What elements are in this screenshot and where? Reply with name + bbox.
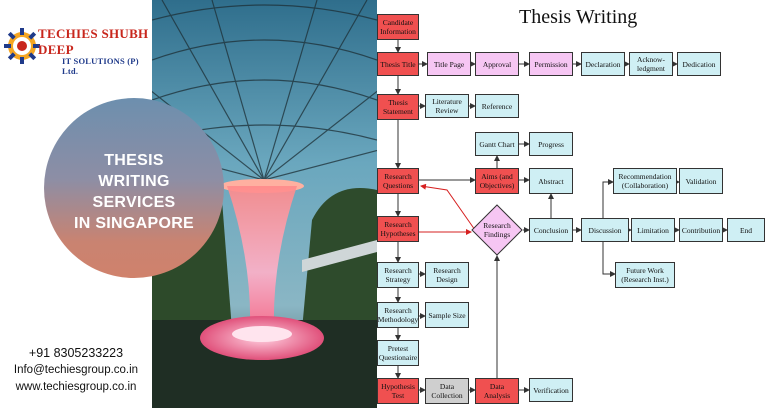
node-literature-review: Literature Review: [425, 94, 469, 118]
banner-line: IN SINGAPORE: [73, 215, 195, 232]
node-research-hypotheses: Research Hypotheses: [377, 216, 419, 242]
company-logo-icon: [4, 28, 40, 64]
node-reference: Reference: [475, 94, 519, 118]
flowchart-connectors: [395, 39, 728, 393]
node-end: End: [727, 218, 765, 242]
node-discussion: Discussion: [581, 218, 629, 242]
thesis-flowchart: Thesis Writing: [377, 0, 768, 408]
node-permission: Permission: [529, 52, 573, 76]
node-research-strategy: Research Strategy: [377, 262, 419, 288]
contact-phone: +91 8305233223: [28, 346, 124, 360]
node-aims-objectives: Aims (and Objectives): [475, 168, 519, 194]
node-approval: Approval: [475, 52, 519, 76]
node-dedication: Dedication: [677, 52, 721, 76]
node-acknowledgment: Acknow-ledgment: [629, 52, 673, 76]
node-contribution: Contribution: [679, 218, 723, 242]
node-conclusion: Conclusion: [529, 218, 573, 242]
node-abstract: Abstract: [529, 168, 573, 194]
banner-line: SERVICES: [92, 194, 176, 211]
diagram-title: Thesis Writing: [519, 6, 638, 28]
node-research-design: Research Design: [425, 262, 469, 288]
node-data-analysis: Data Analysis: [475, 378, 519, 404]
node-research-findings: Research Findings: [483, 221, 511, 239]
brand-name: TECHIES SHUBH DEEP: [38, 26, 149, 57]
node-sample-size: Sample Size: [425, 302, 469, 328]
node-progress: Progress: [529, 132, 573, 156]
node-declaration: Declaration: [581, 52, 625, 76]
banner-heading: THESIS WRITING SERVICES IN SINGAPORE: [44, 150, 224, 234]
banner-line: WRITING: [98, 173, 170, 190]
brand-subtitle: IT SOLUTIONS (P) Ltd.: [62, 56, 139, 76]
node-limitation: Limitation: [631, 218, 675, 242]
node-data-collection: Data Collection: [425, 378, 469, 404]
node-future-work: Future Work (Research Inst.): [615, 262, 675, 288]
node-validation: Validation: [679, 168, 723, 194]
node-recommendation: Recommendation (Collaboration): [613, 168, 677, 194]
contact-website: www.techiesgroup.co.in: [15, 381, 137, 393]
node-pretest-questionaire: Pretest Questionaire: [377, 340, 419, 366]
contact-email: Info@techiesgroup.co.in: [13, 364, 139, 376]
banner-circle: [44, 98, 224, 278]
banner-line: THESIS: [104, 152, 164, 169]
node-thesis-title: Thesis Title: [377, 52, 419, 76]
node-gantt-chart: Gantt Chart: [475, 132, 519, 156]
node-research-methodology: Research Methodology: [377, 302, 419, 328]
node-candidate-information: Candidate Information: [377, 14, 419, 40]
node-title-page: Title Page: [427, 52, 471, 76]
node-verification: Verification: [529, 378, 573, 402]
node-hypothesis-test: Hypothesis Test: [377, 378, 419, 404]
node-research-questions: Research Questions: [377, 168, 419, 194]
node-research-findings-diamond: [471, 204, 523, 256]
node-thesis-statement: Thesis Statement: [377, 94, 419, 120]
